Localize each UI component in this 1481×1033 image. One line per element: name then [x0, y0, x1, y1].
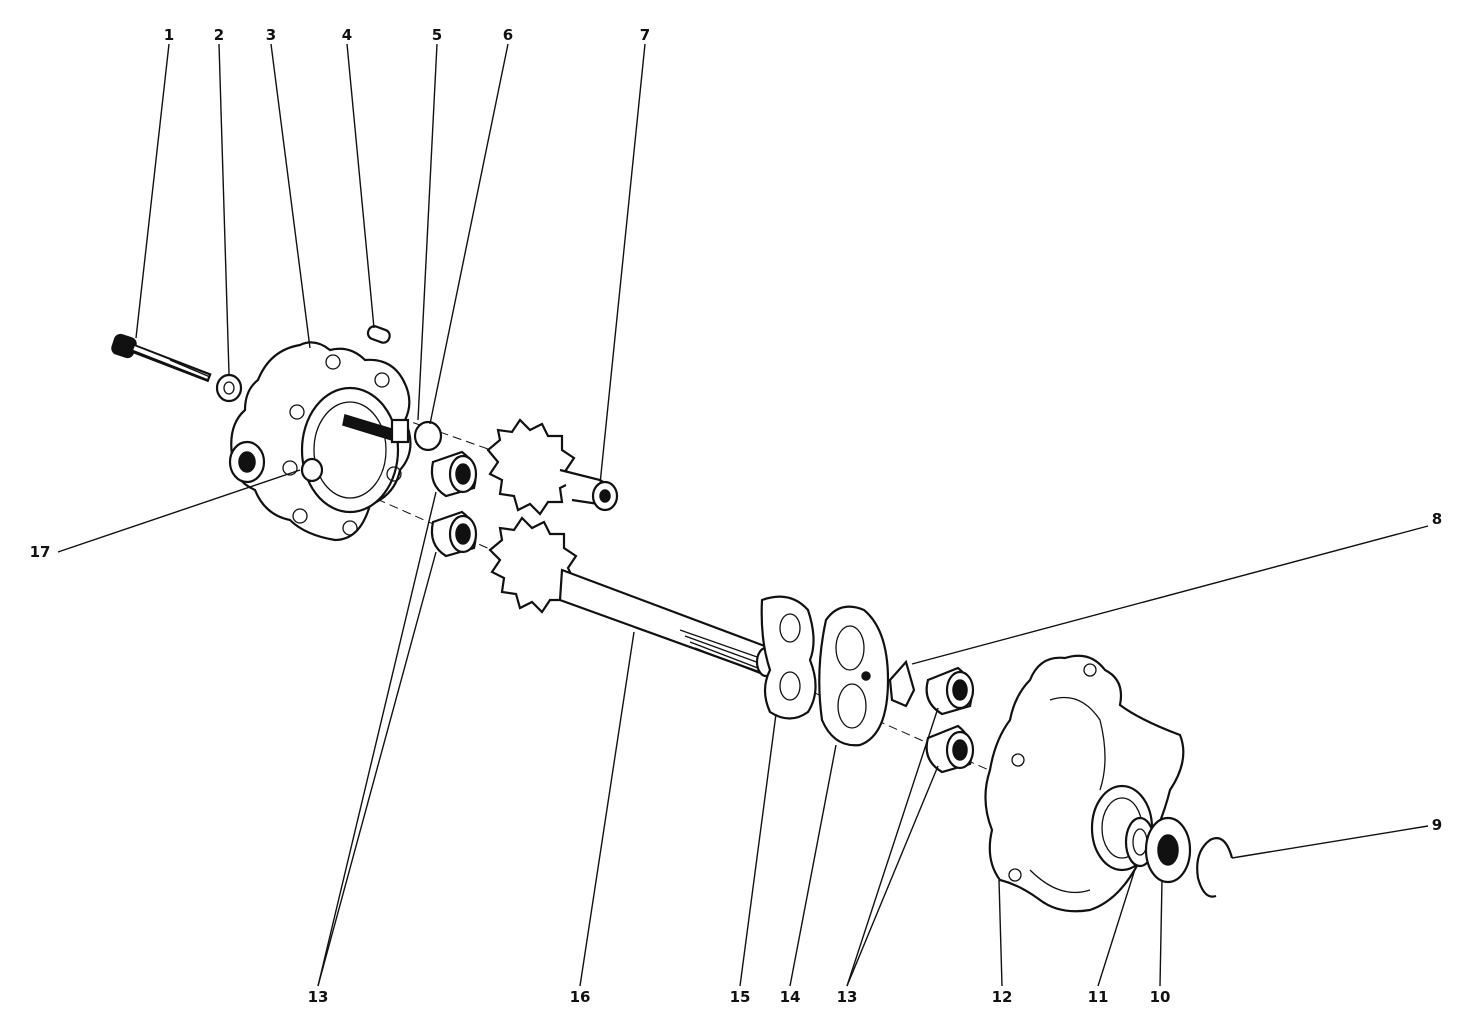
- leader-lines: [57, 43, 1429, 987]
- part-key: [888, 659, 916, 708]
- part-gasket-plate: [760, 595, 817, 720]
- part-washer: [215, 373, 243, 403]
- part-drive-gear-shaft: [488, 516, 778, 678]
- part-needle-bearing-lower-left: [430, 510, 478, 558]
- callout-labels: 1 2 3 4 5 6 7 8 9 10 11 12 13 14 15 16 1…: [30, 26, 1443, 1006]
- part-oil-seal: [1144, 816, 1192, 884]
- part-pump-body: [228, 341, 412, 542]
- callout-15: 15: [730, 988, 751, 1006]
- part-dowel-pin: [366, 325, 391, 344]
- part-seal-plate: [818, 605, 890, 747]
- assembly-axis-lines: [299, 417, 1001, 776]
- part-seal-ring: [413, 420, 443, 452]
- callout-5: 5: [432, 26, 442, 44]
- part-idler-gear: [486, 418, 619, 516]
- callout-11: 11: [1088, 988, 1109, 1006]
- part-o-ring: [300, 457, 324, 483]
- callout-7: 7: [640, 26, 650, 44]
- part-needle-bearing-upper-right: [925, 666, 975, 716]
- callout-12: 12: [992, 988, 1013, 1006]
- callout-1: 1: [164, 26, 174, 44]
- callout-9: 9: [1432, 816, 1442, 834]
- callout-13-right: 13: [837, 988, 858, 1006]
- part-bolt: [111, 333, 212, 383]
- callout-3: 3: [266, 26, 276, 44]
- callout-13-left: 13: [308, 988, 329, 1006]
- part-needle-bearing-upper-left: [430, 450, 478, 498]
- part-needle-bearing-lower-right: [925, 724, 975, 774]
- callout-16: 16: [570, 988, 591, 1006]
- callout-6: 6: [503, 26, 513, 44]
- callout-17: 17: [30, 543, 51, 561]
- callout-14: 14: [780, 988, 801, 1006]
- callout-10: 10: [1150, 988, 1171, 1006]
- callout-2: 2: [214, 26, 224, 44]
- callout-4: 4: [342, 26, 352, 44]
- part-snap-ring: [1196, 837, 1234, 898]
- callout-8: 8: [1432, 510, 1442, 528]
